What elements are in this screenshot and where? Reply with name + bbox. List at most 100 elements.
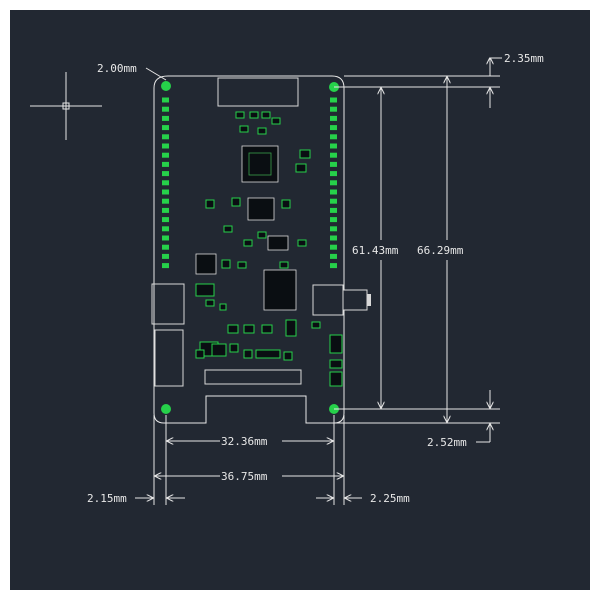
header-pad <box>162 152 169 158</box>
header-pad <box>330 263 337 269</box>
header-pad <box>162 207 169 213</box>
header-pad <box>330 106 337 112</box>
header-pad <box>330 171 337 177</box>
drawing-background <box>10 10 590 590</box>
smd-component <box>279 261 289 269</box>
right-switch <box>312 284 371 316</box>
smd-component <box>257 127 267 135</box>
header-pad <box>330 115 337 121</box>
corner-radius-label: 2.00mm <box>97 62 137 75</box>
header-pad <box>162 180 169 186</box>
top-offset-dimension: 2.35mm <box>344 52 544 108</box>
smd-component <box>237 261 247 269</box>
inner-width-label: 32.36mm <box>221 435 268 448</box>
header-pad <box>162 263 169 269</box>
header-pad <box>330 253 337 259</box>
header-pad <box>162 198 169 204</box>
header-pad <box>330 198 337 204</box>
smd-component <box>329 359 343 369</box>
smd-component <box>257 231 267 239</box>
crystal <box>267 235 289 251</box>
smd-component <box>283 351 293 361</box>
top-offset-label: 2.35mm <box>504 52 544 65</box>
small-ic <box>195 253 217 275</box>
smd-component <box>243 324 255 334</box>
smd-component <box>229 343 239 353</box>
smd-component <box>297 239 307 247</box>
right-offset-label: 2.25mm <box>370 492 410 505</box>
smd-component <box>195 283 215 297</box>
smd-component <box>223 225 233 233</box>
header-pad <box>162 244 169 250</box>
small-components <box>195 111 343 387</box>
right-pin-header <box>330 97 337 269</box>
overall-height-dimension: 66.29mm <box>417 77 464 422</box>
header-pad <box>330 180 337 186</box>
header-pad <box>330 189 337 195</box>
header-pad <box>162 253 169 259</box>
header-pad <box>330 235 337 241</box>
header-pad <box>162 226 169 232</box>
smd-component <box>221 259 231 269</box>
flash-chip <box>247 197 275 221</box>
smd-component <box>243 349 253 359</box>
header-pad <box>330 161 337 167</box>
smd-component <box>281 199 291 209</box>
smd-component <box>219 303 227 311</box>
pcb-outline <box>153 75 345 424</box>
header-pad <box>162 217 169 223</box>
bottom-connector <box>204 369 302 385</box>
smd-component <box>295 163 307 173</box>
smd-component <box>329 334 343 354</box>
smd-component <box>329 371 343 387</box>
inner-height-label: 61.43mm <box>352 244 399 257</box>
power-chip <box>263 269 297 311</box>
crosshair-icon <box>30 72 102 140</box>
header-pad <box>162 171 169 177</box>
header-pad <box>330 226 337 232</box>
top-connector <box>217 77 299 107</box>
battery-connector <box>154 329 184 387</box>
left-offset-label: 2.15mm <box>87 492 127 505</box>
header-pad <box>162 189 169 195</box>
smd-component <box>231 197 241 207</box>
overall-width-label: 36.75mm <box>221 470 268 483</box>
header-pad <box>330 152 337 158</box>
header-pad <box>330 97 337 103</box>
inner-width-dimension: 32.36mm <box>167 435 333 448</box>
overall-width-dimension: 36.75mm <box>155 470 343 483</box>
bottom-offset-label: 2.52mm <box>427 436 467 449</box>
header-pad <box>162 134 169 140</box>
smd-component <box>261 111 271 119</box>
header-pad <box>162 125 169 131</box>
corner-radius-dimension: 2.00mm <box>97 62 167 81</box>
smd-component <box>271 117 281 125</box>
smd-component <box>235 111 245 119</box>
header-pad <box>162 115 169 121</box>
left-offset-dimension: 2.15mm <box>87 492 185 505</box>
smd-component <box>211 343 227 357</box>
right-offset-dimension: 2.25mm <box>316 492 410 505</box>
smd-component <box>243 239 253 247</box>
smd-component <box>299 149 311 159</box>
header-pad <box>162 143 169 149</box>
header-pad <box>330 207 337 213</box>
header-pad <box>162 235 169 241</box>
smd-component <box>255 349 281 359</box>
smd-component <box>205 199 215 209</box>
left-pin-header <box>162 97 169 269</box>
header-pad <box>330 134 337 140</box>
side-switch <box>151 283 185 325</box>
smd-component <box>261 324 273 334</box>
overall-height-label: 66.29mm <box>417 244 464 257</box>
header-pad <box>330 125 337 131</box>
smd-component <box>285 319 297 337</box>
header-pad <box>330 217 337 223</box>
smd-component <box>239 125 249 133</box>
header-pad <box>162 97 169 103</box>
smd-component <box>311 321 321 329</box>
mcu-chip <box>241 145 279 183</box>
smd-component <box>195 349 205 359</box>
header-pad <box>162 161 169 167</box>
